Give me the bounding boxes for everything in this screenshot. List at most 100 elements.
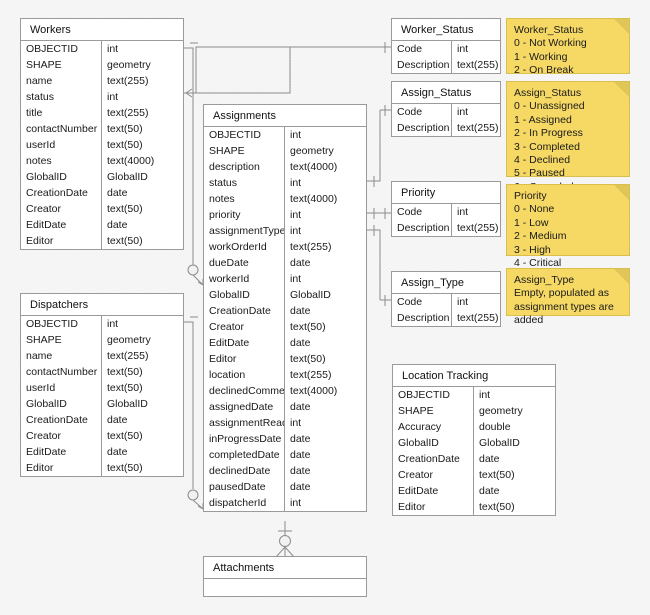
field-name: inProgressDate — [204, 431, 285, 447]
field-name: Editor — [204, 351, 285, 367]
entity-field-row[interactable] — [204, 579, 366, 596]
field-type: GlobalID — [107, 398, 148, 410]
field-type: text(255) — [457, 122, 499, 134]
field-type: text(255) — [107, 75, 149, 87]
entity-attachments[interactable]: Attachments — [203, 556, 367, 597]
entity-title: Worker_Status — [392, 19, 500, 41]
field-name: EditDate — [21, 444, 102, 460]
field-type: int — [290, 209, 302, 221]
entity-field-row[interactable]: declinedCommenttext(4000) — [204, 383, 366, 399]
field-type: int — [290, 497, 302, 509]
note-title: Assign_Status — [514, 87, 582, 99]
field-type: int — [290, 417, 302, 429]
field-name: GlobalID — [393, 435, 474, 451]
field-type: int — [290, 273, 302, 285]
field-name: userId — [21, 380, 102, 396]
field-type: geometry — [479, 405, 523, 417]
field-type: text(255) — [457, 312, 499, 324]
field-type: text(50) — [107, 430, 143, 442]
field-type: text(4000) — [107, 155, 155, 167]
field-type: text(255) — [107, 350, 149, 362]
field-name: EditDate — [21, 217, 102, 233]
